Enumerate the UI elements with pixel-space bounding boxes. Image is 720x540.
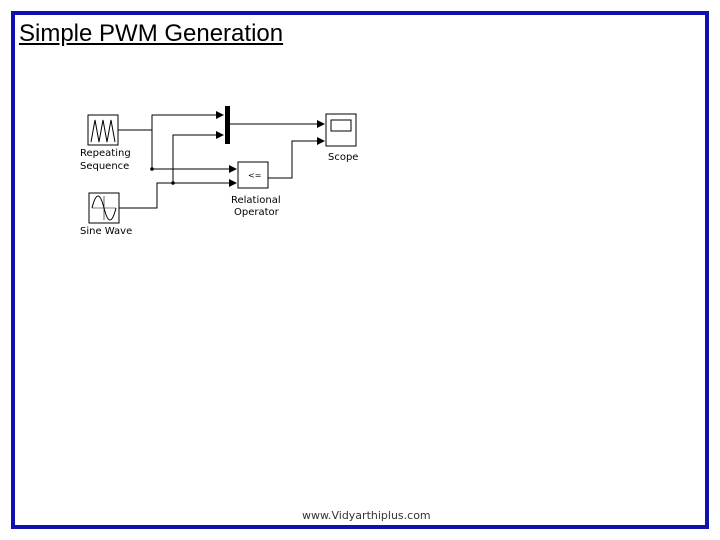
line-sine-to-relop: [119, 179, 237, 209]
repeating-sequence-label-2: Sequence: [80, 161, 129, 172]
line-sine-to-mux: [172, 131, 224, 183]
sawtooth-icon: [90, 119, 116, 143]
relational-operator-label-2: Operator: [234, 207, 280, 218]
scope-label: Scope: [328, 152, 358, 163]
sine-icon: [91, 195, 117, 221]
line-repseq-to-mux: [151, 111, 224, 130]
page-title: Simple PWM Generation: [19, 20, 284, 47]
footer-watermark: www.Vidyarthiplus.com: [302, 509, 431, 522]
line-relop-to-scope: [268, 137, 325, 179]
sine-wave-block[interactable]: [88, 192, 120, 224]
mux-block[interactable]: [225, 106, 230, 144]
sine-wave-label: Sine Wave: [80, 226, 132, 237]
scope-block[interactable]: [325, 113, 357, 147]
repeating-sequence-block[interactable]: [87, 114, 119, 146]
repeating-sequence-label-1: Repeating: [80, 148, 131, 159]
signal-lines: [118, 111, 325, 209]
relational-operator-block[interactable]: <=: [237, 161, 269, 189]
slide-frame: [11, 11, 709, 529]
relational-operator-symbol: <=: [248, 171, 261, 180]
relational-operator-label-1: Relational: [231, 195, 281, 206]
branch-point: [150, 167, 154, 171]
branch-point: [171, 181, 175, 185]
line-repseq-to-relop: [118, 129, 237, 173]
scope-screen-icon: [330, 119, 352, 132]
